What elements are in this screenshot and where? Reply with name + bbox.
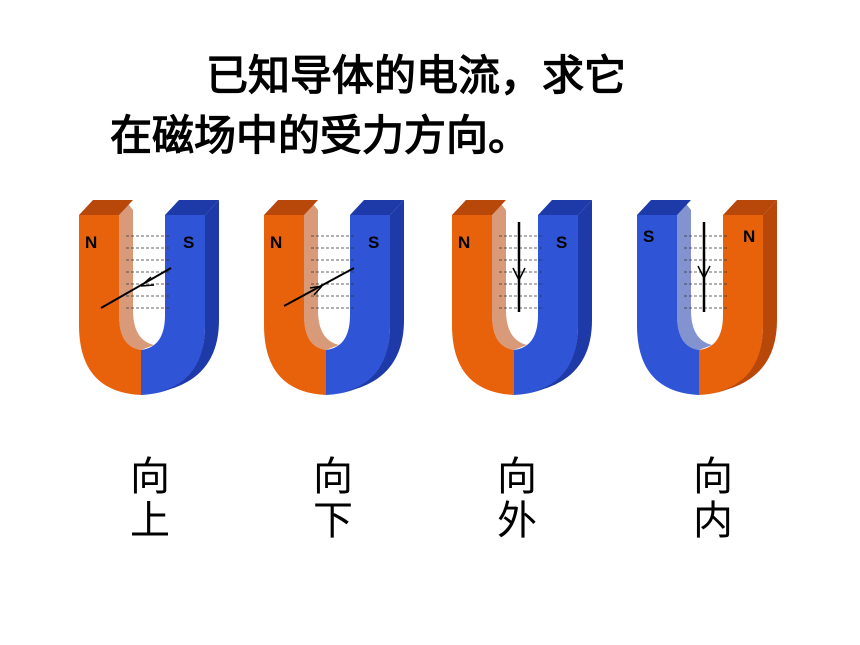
magnet-3-left-top (452, 200, 506, 215)
magnet-2-current-arrow (309, 285, 323, 296)
answer-2: 向 下 (303, 455, 363, 543)
magnet-1-right-pole: S (183, 233, 194, 252)
answer-2-line-1: 向 (313, 454, 353, 500)
magnet-2-left-top (264, 200, 318, 215)
magnet-4-left-top (637, 200, 691, 215)
magnet-4-right-side (717, 200, 777, 392)
magnet-3-right-pole: S (556, 233, 567, 252)
magnet-3-current-arrow (512, 267, 526, 281)
magnet-4-left-arm (637, 215, 699, 395)
answer-3-line-2: 外 (497, 498, 537, 544)
magnet-2: N S (264, 200, 404, 395)
magnet-4-right-pole: N (743, 227, 755, 246)
magnet-1-current-arrow (140, 276, 155, 287)
answer-3: 向 外 (487, 455, 547, 543)
answer-4-line-1: 向 (693, 454, 733, 500)
title-line-2: 在磁场中的受力方向。 (110, 111, 531, 160)
magnet-2-left-pole: N (270, 233, 282, 252)
magnet-1: N S (79, 200, 219, 395)
answer-1: 向 上 (120, 455, 180, 543)
magnet-1-conductor (100, 267, 172, 309)
magnet-2-left-arm-shade (304, 200, 339, 350)
magnet-1-right-arm (141, 215, 205, 395)
magnet-3-right-top (538, 200, 592, 215)
magnet-4-right-arm (699, 215, 763, 395)
magnet-3: N S (452, 200, 592, 395)
answer-4-line-2: 内 (693, 498, 733, 544)
magnet-4: S N (637, 200, 777, 395)
answer-1-line-1: 向 (130, 454, 170, 500)
magnet-1-field-lines (126, 235, 169, 309)
magnet-2-right-arm (326, 215, 390, 395)
magnet-1-left-arm-shade (119, 200, 154, 350)
answer-4: 向 内 (683, 455, 743, 543)
answer-3-line-1: 向 (497, 454, 537, 500)
magnet-3-field-lines (499, 235, 542, 309)
magnet-4-current-arrow (697, 265, 711, 279)
magnet-4-left-pole: S (643, 227, 654, 246)
magnet-1-left-top (79, 200, 133, 215)
magnet-3-right-side (532, 200, 592, 392)
magnet-3-left-pole: N (458, 233, 470, 252)
answer-2-line-2: 下 (313, 498, 353, 544)
magnet-3-left-arm-shade (492, 200, 527, 350)
magnet-1-left-arm (79, 215, 141, 395)
magnet-4-left-arm-shade (677, 200, 712, 350)
magnet-4-field-lines (684, 235, 727, 309)
magnet-3-right-arm (514, 215, 578, 395)
magnet-2-right-pole: S (368, 233, 379, 252)
magnet-2-right-top (350, 200, 404, 215)
magnet-1-right-side (159, 200, 219, 392)
magnet-2-right-side (344, 200, 404, 392)
magnet-4-right-top (723, 200, 777, 215)
magnet-1-left-pole: N (85, 233, 97, 252)
magnet-2-left-arm (264, 215, 326, 395)
title-line-1: 已知导体的电流，求它 (206, 51, 627, 100)
magnet-1-right-top (165, 200, 219, 215)
answer-1-line-2: 上 (130, 498, 170, 544)
magnet-3-left-arm (452, 215, 514, 395)
